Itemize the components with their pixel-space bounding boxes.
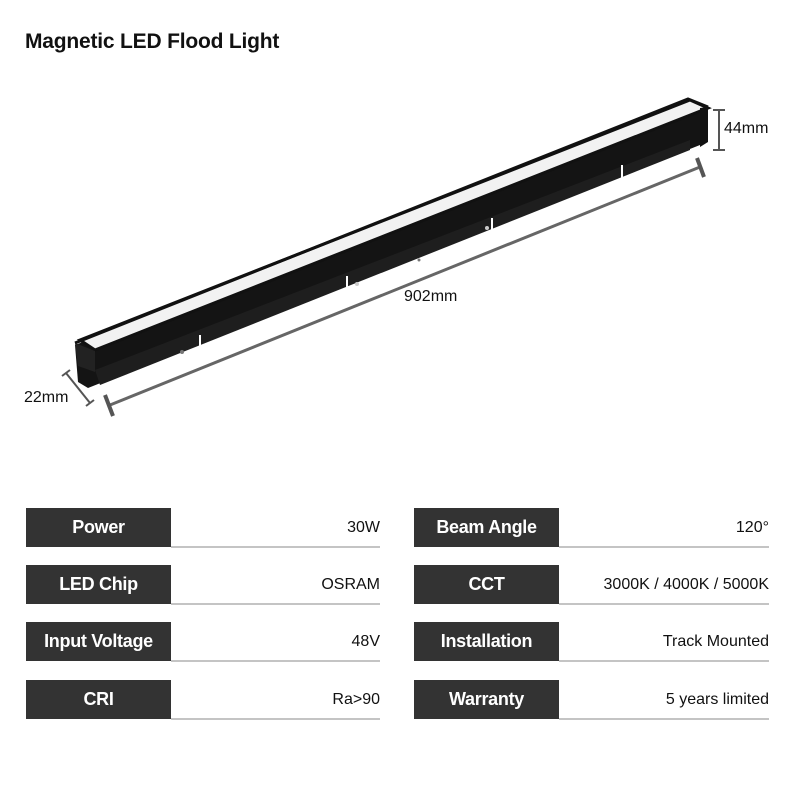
spec-row-input-voltage: Input Voltage 48V xyxy=(26,622,380,662)
spec-value: OSRAM xyxy=(321,575,380,593)
spec-row-power: Power 30W xyxy=(26,508,380,548)
spec-value: 3000K / 4000K / 5000K xyxy=(603,575,769,593)
spec-row-warranty: Warranty 5 years limited xyxy=(414,680,769,720)
spec-row-cct: CCT 3000K / 4000K / 5000K xyxy=(414,565,769,605)
divider xyxy=(559,718,769,720)
spec-value: 5 years limited xyxy=(665,690,769,708)
width-dimension-label: 22mm xyxy=(24,389,69,406)
spec-label: Input Voltage xyxy=(26,622,171,661)
product-illustration: 44mm 902mm 22mm xyxy=(24,97,769,417)
spec-row-installation: Installation Track Mounted xyxy=(414,622,769,662)
divider xyxy=(559,603,769,605)
spec-value: Track Mounted xyxy=(662,632,769,650)
spec-label: Power xyxy=(26,508,171,547)
divider xyxy=(171,718,380,720)
divider xyxy=(171,546,380,548)
spec-label: Installation xyxy=(414,622,559,661)
page-title: Magnetic LED Flood Light xyxy=(25,30,280,53)
spec-label: Warranty xyxy=(414,680,559,719)
divider xyxy=(559,546,769,548)
length-dimension-label: 902mm xyxy=(404,288,458,305)
spec-label: CRI xyxy=(26,680,171,719)
divider xyxy=(171,660,380,662)
linear-led-bar-icon xyxy=(61,97,725,417)
spec-value: 30W xyxy=(347,518,380,536)
spec-value: 48V xyxy=(351,632,380,650)
spec-label: Beam Angle xyxy=(414,508,559,547)
spec-label: LED Chip xyxy=(26,565,171,604)
height-dimension-label: 44mm xyxy=(724,120,769,137)
spec-row-led-chip: LED Chip OSRAM xyxy=(26,565,380,605)
spec-value: 120° xyxy=(735,518,769,536)
divider xyxy=(171,603,380,605)
divider xyxy=(559,660,769,662)
spec-row-beam-angle: Beam Angle 120° xyxy=(414,508,769,548)
spec-label: CCT xyxy=(414,565,559,604)
spec-value: Ra>90 xyxy=(332,690,380,708)
spec-row-cri: CRI Ra>90 xyxy=(26,680,380,720)
